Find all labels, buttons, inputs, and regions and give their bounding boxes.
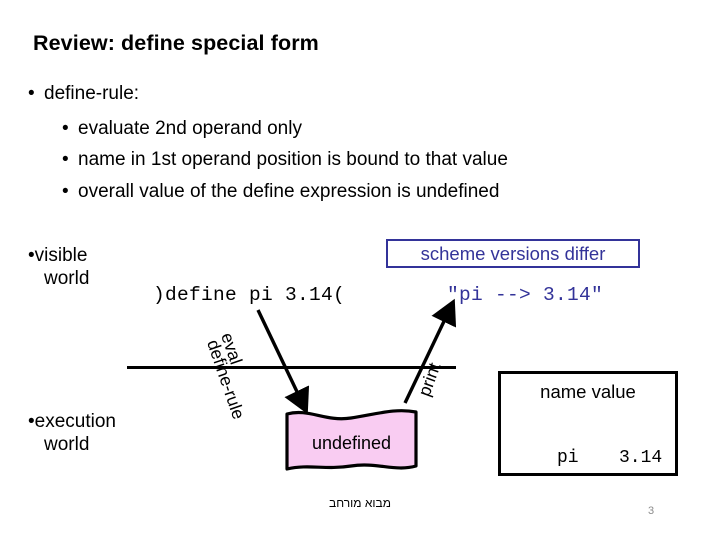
bullet-marker-icon: • xyxy=(62,118,69,139)
eval-arrow xyxy=(256,309,310,415)
environment-cell-name: pi xyxy=(557,448,579,468)
bullet-text: define-rule: xyxy=(44,83,140,104)
bullet-text: name in 1st operand position is bound to… xyxy=(78,149,508,170)
bullet-item-define-rule: • define-rule: xyxy=(28,83,139,105)
bullet-marker-icon: • xyxy=(62,181,69,202)
bullet-item-evaluate-2nd-operand: • evaluate 2nd operand only xyxy=(62,118,302,140)
bullet-item-overall-value-undefined: • overall value of the define expression … xyxy=(62,181,499,203)
world-divider-line xyxy=(127,366,456,369)
bullet-marker-icon: • xyxy=(28,411,35,432)
bullet-text: evaluate 2nd operand only xyxy=(78,118,302,139)
environment-table-row: pi 3.14 xyxy=(498,428,678,488)
code-input-expression: )define pi 3.14( xyxy=(153,284,346,306)
code-output-string: "pi --> 3.14" xyxy=(447,284,604,306)
visible-world-line1: visible xyxy=(34,245,88,266)
execution-world-line2: world xyxy=(44,434,90,456)
undefined-flag-shape xyxy=(283,406,420,476)
execution-world-label: •execution world xyxy=(28,410,116,456)
bullet-marker-icon: • xyxy=(28,245,35,266)
page-number: 3 xyxy=(648,505,655,517)
scheme-versions-callout: scheme versions differ xyxy=(386,239,640,268)
bullet-text: overall value of the define expression i… xyxy=(78,181,500,202)
environment-table-box xyxy=(498,371,678,476)
environment-cell-value: 3.14 xyxy=(619,448,663,468)
bullet-item-name-bound-to-value: • name in 1st operand position is bound t… xyxy=(62,149,508,171)
visible-world-label: •visible world xyxy=(28,244,89,290)
undefined-flag-label: undefined xyxy=(311,433,392,453)
page-title: Review: define special form xyxy=(33,31,319,55)
bullet-marker-icon: • xyxy=(28,83,35,104)
visible-world-line2: world xyxy=(44,268,90,290)
execution-world-line1: execution xyxy=(34,411,116,432)
footer-course-name: מבוא מורחב xyxy=(329,496,391,510)
bullet-marker-icon: • xyxy=(62,149,69,170)
scheme-versions-callout-text: scheme versions differ xyxy=(420,242,606,264)
environment-table-header: name value xyxy=(540,381,636,402)
